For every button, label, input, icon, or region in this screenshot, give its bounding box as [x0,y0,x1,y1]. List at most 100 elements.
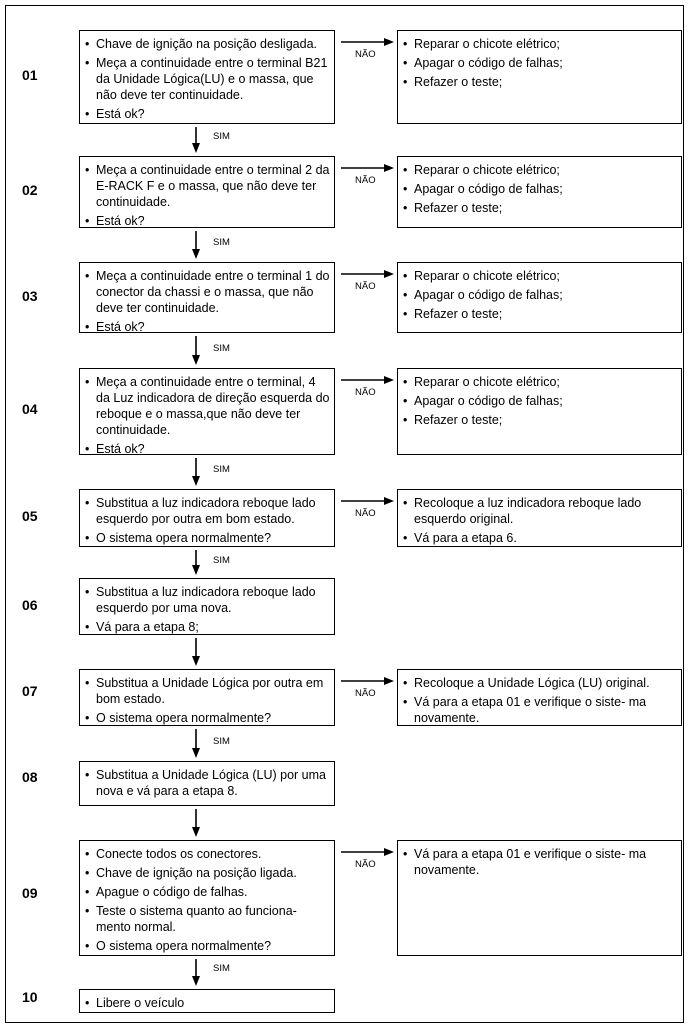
list-item: Reparar o chicote elétrico; [403,374,677,390]
step-box: Substitua a Unidade Lógica por outra em … [79,669,335,726]
list-item: Vá para a etapa 01 e verifique o siste- … [403,846,677,878]
list-item: Recoloque a Unidade Lógica (LU) original… [403,675,677,691]
list-item: Apagar o código de falhas; [403,393,677,409]
step-box: Chave de ignição na posição desligada. Me… [79,30,335,124]
list-item: Está ok? [85,441,330,457]
list-item: Está ok? [85,213,330,229]
list-item: Reparar o chicote elétrico; [403,162,677,178]
step-box-list: Meça a continuidade entre o terminal, 4 … [85,374,330,457]
list-item: Apagar o código de falhas; [403,55,677,71]
down-arrow-head [192,476,200,486]
no-arrow-head [384,497,394,505]
list-item: Substitua a luz indicadora reboque lado … [85,584,330,616]
list-item: Meça a continuidade entre o terminal, 4 … [85,374,330,438]
list-item: Refazer o teste; [403,74,677,90]
list-item: Chave de ignição na posição ligada. [85,865,330,881]
list-item: Apague o código de falhas. [85,884,330,900]
no-label: NÃO [355,859,376,870]
no-branch-box: Recoloque a luz indicadora reboque lado … [397,489,682,547]
no-arrow-head [384,376,394,384]
step-number: 09 [22,885,38,901]
no-branch-box-list: Reparar o chicote elétrico;Apagar o códi… [403,162,677,216]
no-arrow-head [384,38,394,46]
down-arrow-head [192,976,200,986]
list-item: Refazer o teste; [403,200,677,216]
step-box-list: Chave de ignição na posição desligada. Me… [85,36,330,122]
no-branch-box-list: Vá para a etapa 01 e verifique o siste- … [403,846,677,878]
no-label: NÃO [355,508,376,519]
step-box: Libere o veículo [79,989,335,1013]
list-item: Meça a continuidade entre o terminal B21… [85,55,330,103]
list-item: Teste o sistema quanto ao funciona- ment… [85,903,330,935]
step-box-list: Conecte todos os conectores. Chave de ign… [85,846,330,954]
no-label: NÃO [355,688,376,699]
yes-label: SIM [213,237,230,248]
list-item: Conecte todos os conectores. [85,846,330,862]
step-box: Meça a continuidade entre o terminal 1 d… [79,262,335,335]
no-label: NÃO [355,387,376,398]
down-arrow-head [192,827,200,837]
step-number: 02 [22,182,38,198]
step-number: 10 [22,989,38,1005]
list-item: Refazer o teste; [403,412,677,428]
no-branch-box-list: Reparar o chicote elétrico; Apagar o códi… [403,374,677,428]
no-branch-box: Recoloque a Unidade Lógica (LU) original… [397,669,682,726]
step-box: Conecte todos os conectores. Chave de ign… [79,840,335,956]
step-box-list: Substitua a luz indicadora reboque lado … [85,584,330,635]
no-branch-box: Reparar o chicote elétrico;Apagar o códi… [397,156,682,228]
step-box: Substitua a Unidade Lógica (LU) por uma … [79,761,335,806]
yes-label: SIM [213,464,230,475]
list-item: Reparar o chicote elétrico; [403,36,677,52]
list-item: Apagar o código de falhas; [403,287,677,303]
list-item: Meça a continuidade entre o terminal 2 d… [85,162,330,210]
step-box-list: Meça a continuidade entre o terminal 1 d… [85,268,330,335]
no-arrow-head [384,164,394,172]
no-branch-box-list: Recoloque a Unidade Lógica (LU) original… [403,675,677,726]
step-number: 07 [22,683,38,699]
list-item: Substitua a Unidade Lógica por outra em … [85,675,330,707]
down-arrow-head [192,143,200,153]
down-arrow-head [192,565,200,575]
list-item: Reparar o chicote elétrico; [403,268,677,284]
step-box: Substitua a luz indicadora reboque lado … [79,578,335,635]
list-item: Refazer o teste; [403,306,677,322]
step-box: Meça a continuidade entre o terminal 2 d… [79,156,335,229]
list-item: Substitua a Unidade Lógica (LU) por uma … [85,767,330,799]
no-arrow-head [384,848,394,856]
down-arrow-head [192,355,200,365]
step-box: Meça a continuidade entre o terminal, 4 … [79,368,335,457]
no-branch-box-list: Reparar o chicote elétrico; Apagar o códi… [403,268,677,322]
step-number: 05 [22,508,38,524]
no-branch-box-list: Reparar o chicote elétrico; Apagar o códi… [403,36,677,90]
no-label: NÃO [355,281,376,292]
list-item: Vá para a etapa 01 e verifique o siste- … [403,694,677,726]
step-box-list: Meça a continuidade entre o terminal 2 d… [85,162,330,229]
step-number: 01 [22,67,38,83]
list-item: Está ok? [85,106,330,122]
list-item: O sistema opera normalmente? [85,938,330,954]
yes-label: SIM [213,963,230,974]
step-number: 06 [22,597,38,613]
step-box: Substitua a luz indicadora reboque lado … [79,489,335,547]
list-item: Chave de ignição na posição desligada. [85,36,330,52]
step-box-list: Substitua a luz indicadora reboque lado … [85,495,330,546]
no-branch-box: Vá para a etapa 01 e verifique o siste- … [397,840,682,956]
down-arrow-head [192,656,200,666]
flowchart-frame [5,5,684,1023]
step-number: 03 [22,288,38,304]
step-number: 04 [22,401,38,417]
step-number: 08 [22,769,38,785]
list-item: Meça a continuidade entre o terminal 1 d… [85,268,330,316]
step-box-list: Libere o veículo [85,995,330,1011]
list-item: O sistema opera normalmente? [85,710,330,726]
yes-label: SIM [213,555,230,566]
list-item: Substitua a luz indicadora reboque lado … [85,495,330,527]
no-label: NÃO [355,49,376,60]
no-branch-box: Reparar o chicote elétrico; Apagar o códi… [397,368,682,455]
list-item: Recoloque a luz indicadora reboque lado … [403,495,677,527]
no-branch-box: Reparar o chicote elétrico; Apagar o códi… [397,262,682,333]
no-arrow-head [384,677,394,685]
no-branch-box: Reparar o chicote elétrico; Apagar o códi… [397,30,682,124]
no-arrow-head [384,270,394,278]
